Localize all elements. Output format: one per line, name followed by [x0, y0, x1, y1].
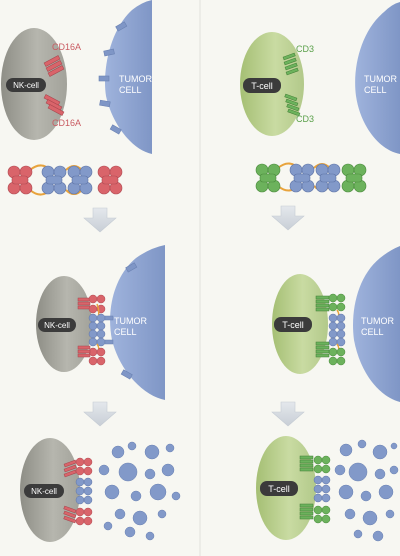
down-arrow-icon: [271, 205, 305, 231]
nk-engager-binder-mid2: [67, 165, 93, 195]
nk-engager-fragment-top: [75, 457, 93, 476]
tumor-antigens: [98, 21, 128, 135]
down-arrow-icon: [83, 401, 117, 427]
tumor-debris-icon: [334, 439, 399, 542]
nk-panel-lysis: NK-cell: [20, 438, 181, 542]
tumor-label-line1: TUMOR: [119, 74, 152, 84]
t-cell-label-pill: [243, 78, 281, 93]
t-cell-label: T-cell: [282, 320, 304, 330]
tumor-cell: [355, 2, 400, 154]
t-engager-binder-mid2: [315, 163, 341, 193]
nk-engager-molecule: [7, 164, 123, 196]
t-engager-binder-left: [255, 163, 281, 193]
tumor-antigens-bound: [104, 315, 114, 345]
t-cell-label: T-cell: [251, 81, 273, 91]
tumor-label-line1: TUMOR: [361, 316, 394, 326]
tumor-label-line1: TUMOR: [114, 316, 147, 326]
nk-engager-fragment-bottom: [75, 507, 93, 526]
cd3-receptor-bottom: [299, 503, 314, 520]
down-arrow-icon: [271, 401, 305, 427]
t-cell-label: T-cell: [268, 484, 290, 494]
tumor-cell: [105, 0, 152, 154]
tumor-cell: [110, 245, 165, 400]
nk-engager-bound-bottom: [77, 329, 106, 366]
nk-engager-bound-top: [77, 294, 106, 331]
nk-panel-bound: TUMOR CELL NK-cell: [36, 245, 165, 400]
nk-cell-label: NK-cell: [31, 487, 57, 496]
cd16a-receptor-bottom: [63, 505, 77, 524]
nk-cell-label-pill: [6, 78, 46, 92]
t-cell-label-pill: [274, 317, 312, 332]
cd3-receptor-bottom: [284, 93, 301, 117]
cd16a-receptor-top: [43, 55, 65, 77]
t-engager-binder-mid1: [289, 163, 315, 193]
nk-engager-binder-mid1: [41, 165, 67, 195]
cd3-label-bottom: CD3: [296, 114, 314, 124]
tumor-label-line2: CELL: [361, 327, 384, 337]
tumor-cell: [353, 246, 400, 402]
tumor-label-line2: CELL: [364, 85, 387, 95]
nk-cell-label-pill: [24, 484, 64, 498]
nk-engager-fragment-mid: [75, 477, 93, 505]
cd3-label-top: CD3: [296, 44, 314, 54]
cd16a-label-bottom: CD16A: [52, 118, 81, 128]
t-panel-initial: TUMOR CELL T-cell CD3 CD3: [240, 2, 400, 154]
cd3-receptor-top: [282, 52, 299, 76]
tumor-antigens: [120, 262, 138, 380]
cd3-receptor-top: [299, 455, 314, 472]
cd16a-receptor-top: [63, 459, 77, 478]
tumor-label-line2: CELL: [114, 327, 137, 337]
nk-engager-binder-left: [7, 165, 33, 195]
t-engager-molecule: [255, 162, 367, 193]
cd16a-label-top: CD16A: [52, 42, 81, 52]
down-arrow-icon: [83, 207, 117, 233]
t-panel-bound: TUMOR CELL T-cell: [272, 246, 400, 402]
t-engager-bound-top: [315, 293, 346, 331]
t-engager-fragment-mid: [313, 475, 331, 503]
tumor-label-line1: TUMOR: [364, 74, 397, 84]
nk-cell-label: NK-cell: [13, 81, 39, 90]
nk-cell-label: NK-cell: [44, 321, 70, 330]
t-panel-lysis: T-cell: [256, 436, 399, 542]
tumor-label-line2: CELL: [119, 85, 142, 95]
t-engager-fragment-bottom: [313, 505, 331, 524]
tumor-debris-icon: [98, 441, 181, 541]
nk-engager-binder-right: [97, 165, 123, 195]
cd16a-receptor-bottom: [43, 94, 65, 116]
t-engager-binder-right: [341, 163, 367, 193]
t-engager-bound-bottom: [315, 329, 346, 366]
nk-cell-label-pill: [38, 318, 76, 332]
nk-panel-initial: TUMOR CELL NK-cell CD16A CD16A: [1, 0, 152, 154]
t-cell-label-pill: [260, 481, 298, 496]
t-engager-fragment-top: [313, 455, 331, 474]
